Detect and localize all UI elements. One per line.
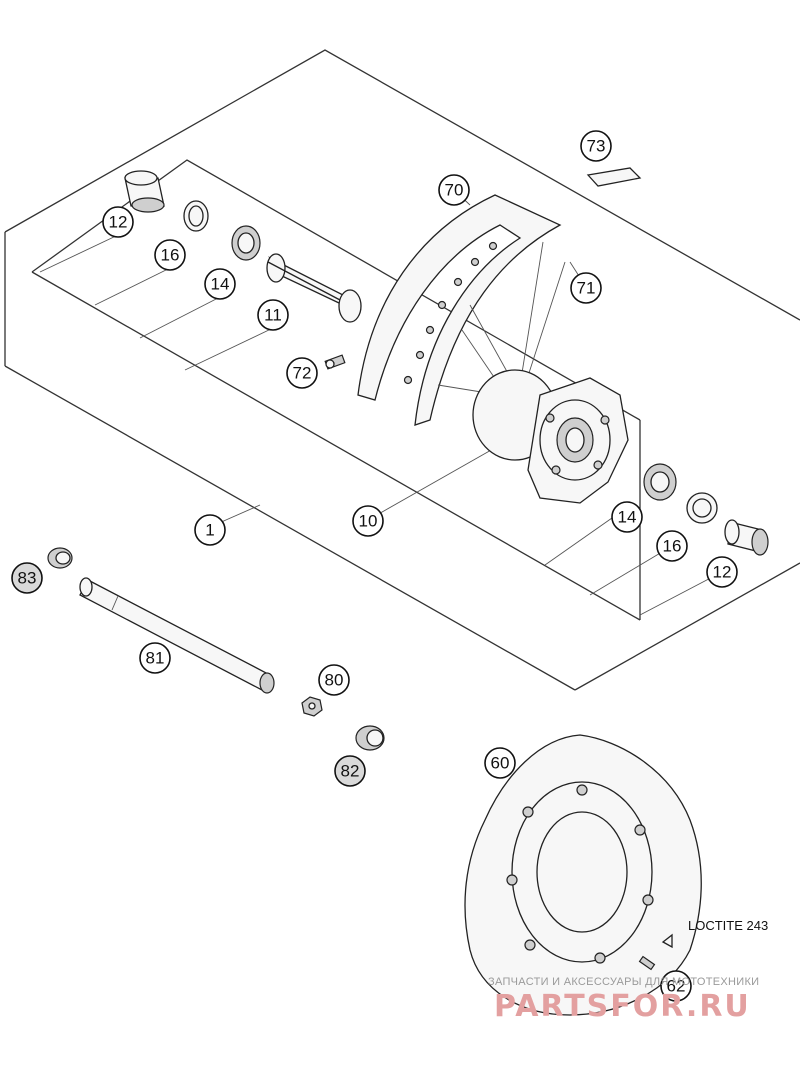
svg-text:16: 16 [161,246,180,265]
distance-tube [266,253,362,323]
svg-text:80: 80 [325,671,344,690]
bearing-bottom [643,463,677,501]
watermark-brand: PARTSFOR.RU [494,989,751,1024]
svg-text:60: 60 [491,754,510,773]
sticker-part [586,167,642,187]
rim-segment [357,194,562,426]
callout-71: 71 [570,272,602,304]
loctite-note: LOCTITE 243 [688,918,768,933]
wheel-hub [472,369,629,504]
bearing-top [231,225,261,261]
brake-disc [464,734,702,1016]
callout-72: 72 [286,357,318,389]
svg-text:14: 14 [618,508,637,527]
callout-14-top: 14 [204,268,236,300]
axle-cap [47,547,73,569]
callout-81: 81 [139,642,171,674]
spoke-nipple [324,354,346,370]
callout-12-bottom: 12 [706,556,738,588]
svg-text:1: 1 [205,521,214,540]
svg-text:72: 72 [293,364,312,383]
callout-60: 60 [484,747,516,779]
svg-text:16: 16 [663,537,682,556]
svg-text:70: 70 [445,181,464,200]
svg-text:14: 14 [211,275,230,294]
svg-text:82: 82 [341,762,360,781]
svg-text:83: 83 [18,569,37,588]
callout-12-top: 12 [102,206,134,238]
svg-text:11: 11 [264,306,282,325]
callout-70: 70 [438,174,470,206]
callout-1: 1 [194,514,226,546]
svg-text:12: 12 [713,563,732,582]
svg-text:81: 81 [146,649,165,668]
svg-text:12: 12 [109,213,128,232]
callout-14-bottom: 14 [611,501,643,533]
svg-text:71: 71 [577,279,596,298]
assembly-box [4,49,800,691]
seal-ring-bottom [686,492,718,524]
callout-16-top: 16 [154,239,186,271]
callout-80: 80 [318,664,350,696]
spacer-bushing-bottom [724,519,769,556]
svg-text:10: 10 [359,512,378,531]
spacer-bushing-top [124,170,165,213]
callout-10: 10 [352,505,384,537]
svg-text:73: 73 [587,137,606,156]
wheel-axle [79,577,275,694]
callout-83: 83 [11,562,43,594]
seal-ring-top [183,200,209,232]
svg-text:62: 62 [667,977,686,996]
disc-screw [638,933,673,971]
callout-11: 11 [257,299,289,331]
axle-screw [355,725,385,751]
callout-16-bottom: 16 [656,530,688,562]
axle-nut [301,696,323,717]
callout-62: 62 [660,970,692,1002]
callout-73: 73 [580,130,612,162]
watermark-tagline: ЗАПЧАСТИ И АКСЕССУАРЫ ДЛЯ МОТОТЕХНИКИ [488,976,759,988]
callout-82: 82 [334,755,366,787]
